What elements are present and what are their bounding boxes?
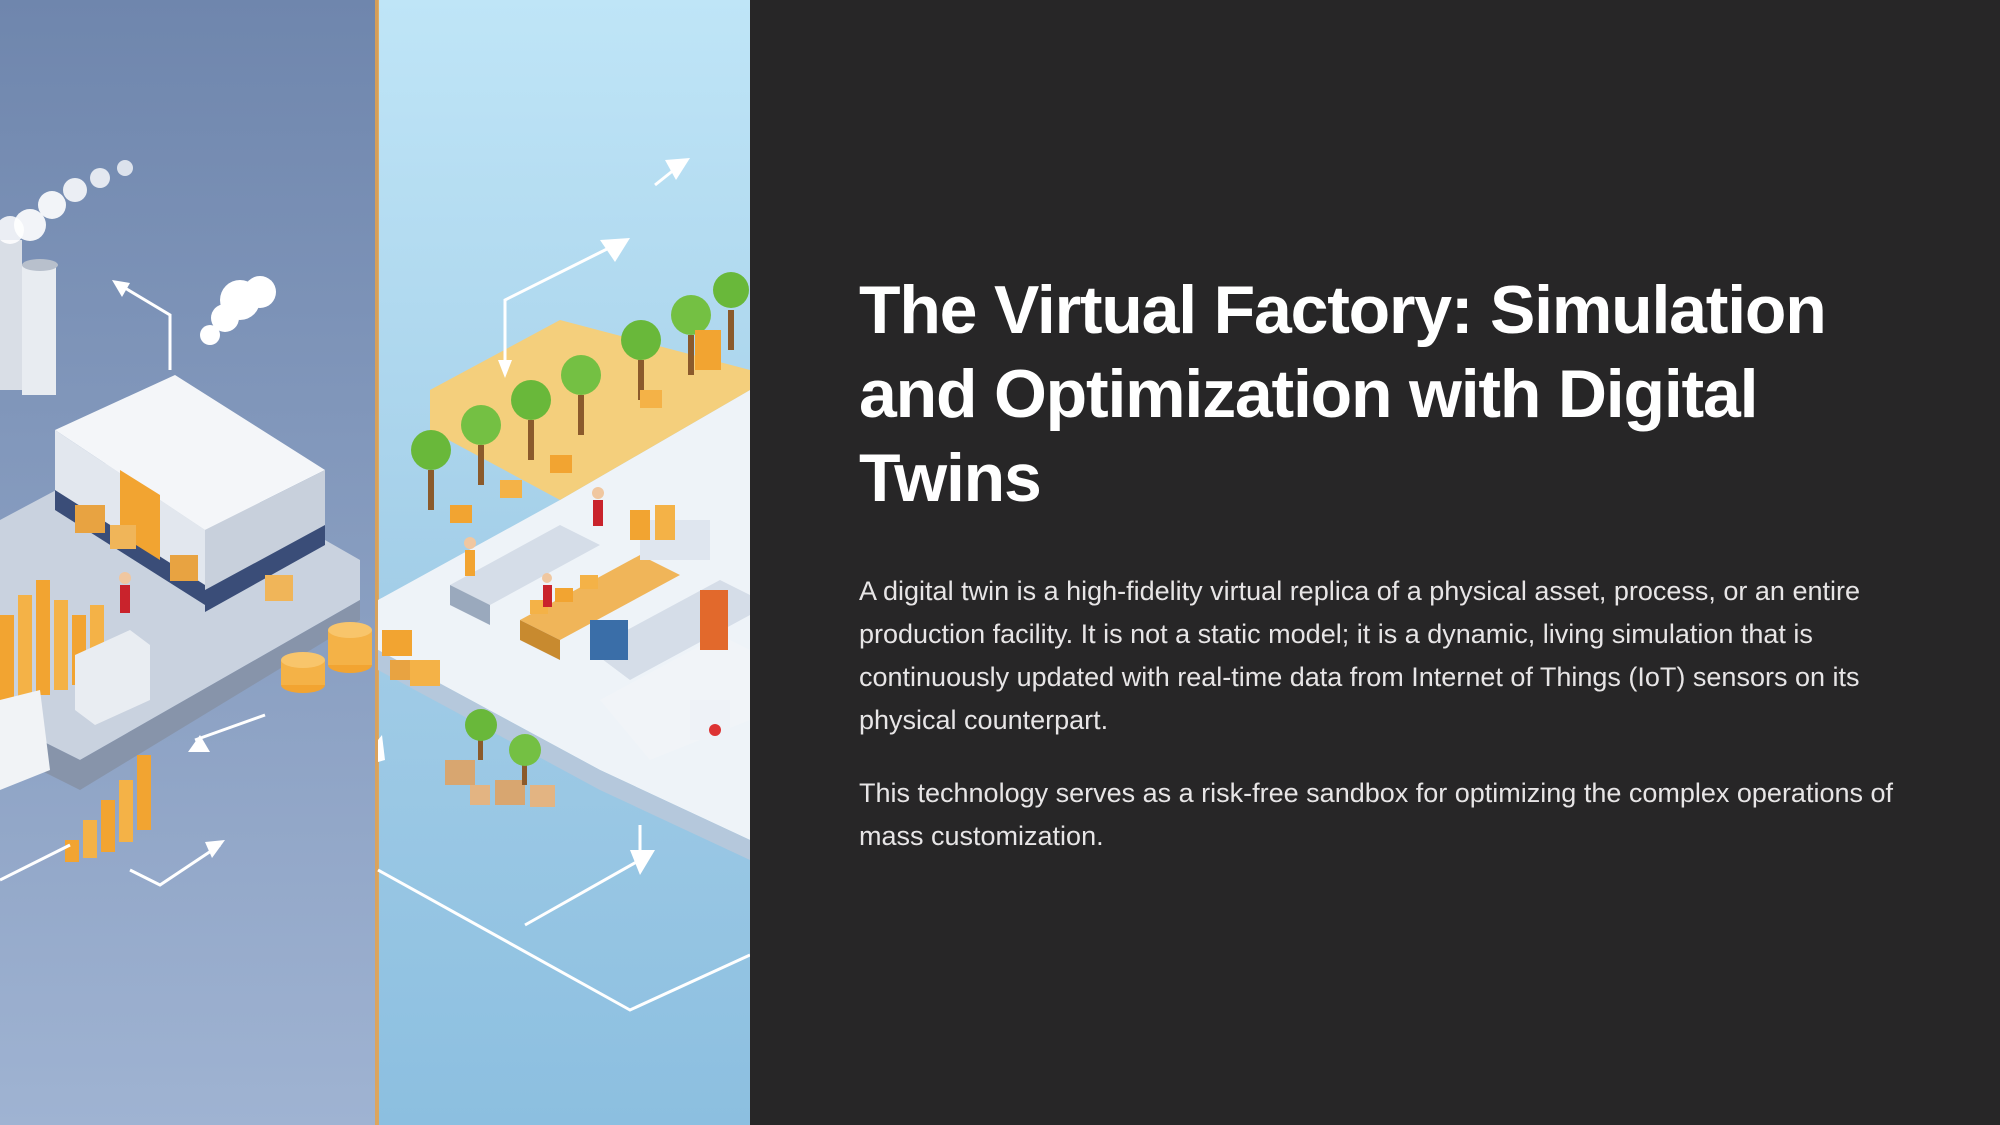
divider-line [375, 0, 379, 1125]
illustration-svg [0, 0, 750, 1125]
body-paragraph: This technology serves as a risk-free sa… [859, 778, 1894, 851]
worker-icon [120, 585, 130, 613]
slide-title: The Virtual Factory: Simulation and Opti… [859, 272, 1827, 516]
worker-icon [464, 487, 604, 607]
physical-factory [0, 160, 372, 887]
tree-icon [411, 272, 749, 510]
machine [590, 620, 628, 660]
smokestack-icon [0, 240, 22, 390]
slide-content: The Virtual Factory: Simulation and Opti… [859, 268, 1894, 858]
growth-chart-icon [65, 755, 151, 862]
crate-island [445, 709, 555, 807]
factory-building [55, 375, 325, 530]
body-paragraph: A digital twin is a high-fidelity virtua… [859, 576, 1860, 735]
smokestack-icon [22, 265, 56, 395]
machine [75, 630, 150, 725]
factory-digital-twin-illustration [0, 0, 750, 1125]
coin-stack-icon [281, 622, 372, 693]
cloud-icon [200, 276, 276, 345]
arrow-icon [0, 283, 266, 887]
virtual-factory [377, 158, 750, 1012]
